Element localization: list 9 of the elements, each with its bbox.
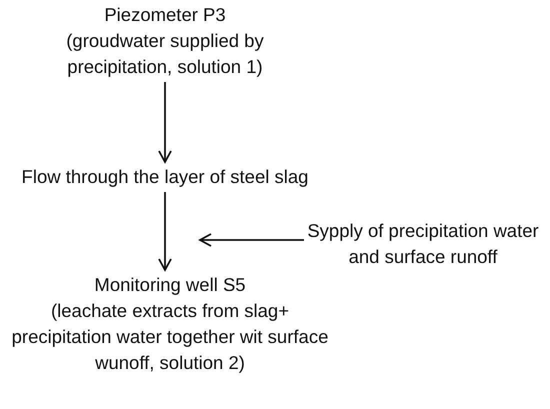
node-text: Sypply of precipitation water and surface runoff bbox=[306, 219, 540, 269]
node-text: Flow through the layer of steel slag bbox=[20, 165, 310, 189]
arrow bbox=[158, 192, 172, 271]
node-text: (leachate extracts from slag+ precipitation water together wit surface wunoff, solution 2) bbox=[10, 299, 330, 375]
node-heading: Monitoring well S5 bbox=[93, 273, 247, 297]
node-text: (groudwater supplied by precipitation, solution 1) bbox=[65, 29, 265, 79]
arrow bbox=[199, 233, 304, 247]
node-heading: Piezometer P3 bbox=[103, 3, 227, 27]
arrow bbox=[158, 82, 172, 163]
